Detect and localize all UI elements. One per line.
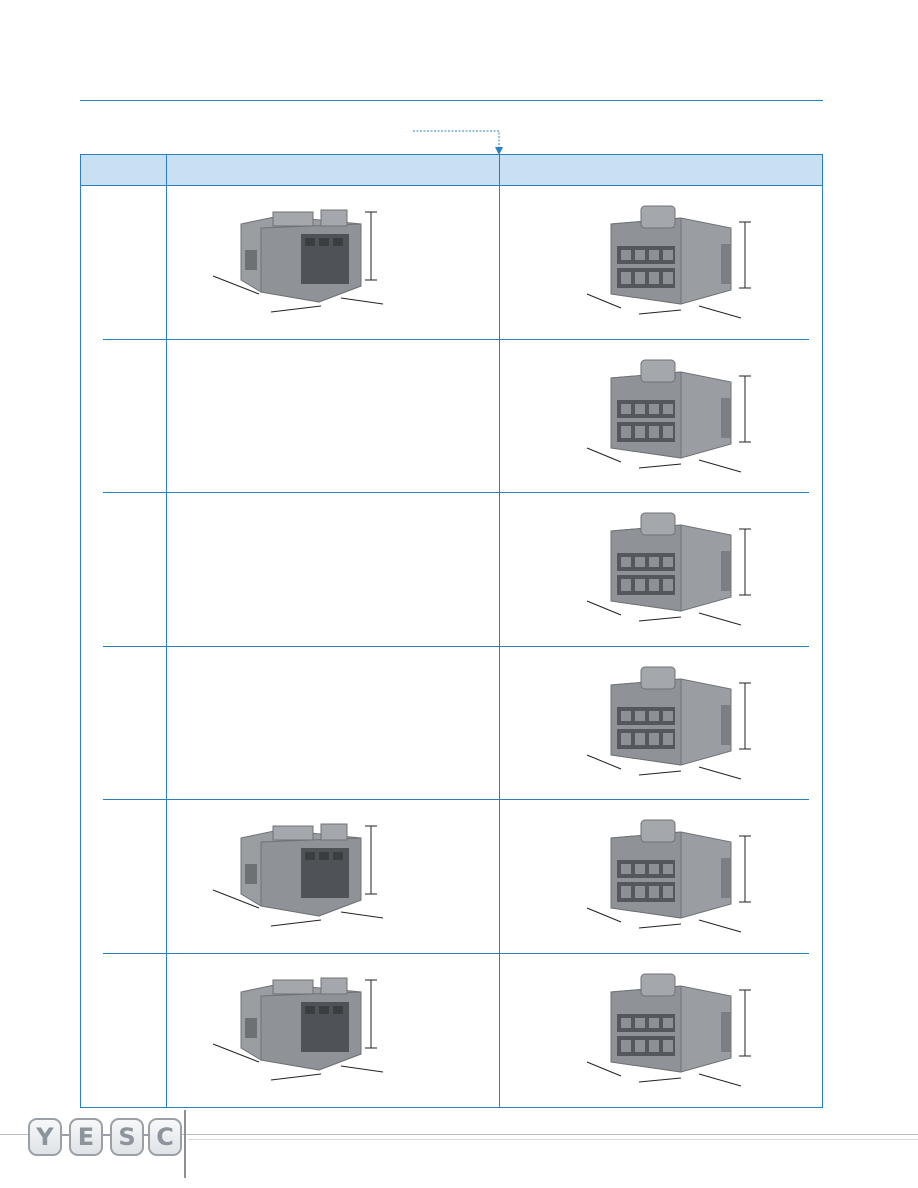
logo-letter: C xyxy=(148,1118,182,1156)
female-connector-image xyxy=(581,348,781,483)
row-label xyxy=(81,186,166,340)
row-label xyxy=(81,340,166,494)
footer-divider xyxy=(184,1110,186,1178)
column-divider xyxy=(499,155,500,1107)
row-divider xyxy=(103,799,809,800)
logo-dash xyxy=(102,1134,110,1136)
header-cell-male xyxy=(167,155,499,185)
row-label xyxy=(81,954,166,1108)
row-divider xyxy=(103,338,809,340)
row-divider xyxy=(103,645,809,647)
row-divider xyxy=(103,492,809,493)
logo-letter: E xyxy=(69,1118,103,1156)
row-label xyxy=(81,800,166,954)
column-divider xyxy=(166,155,167,1107)
footer-rule xyxy=(0,1134,918,1135)
female-connector-image xyxy=(581,194,781,329)
table-header xyxy=(81,155,822,186)
logo-dash xyxy=(61,1134,69,1136)
row-label xyxy=(81,493,166,647)
male-connector-image xyxy=(201,194,421,329)
footer-rule xyxy=(188,1139,918,1140)
row-label xyxy=(81,647,166,801)
connector-table xyxy=(80,154,823,1108)
female-connector-image xyxy=(581,962,781,1097)
row-divider xyxy=(103,952,809,954)
header-cell-type xyxy=(81,155,166,185)
female-connector-image xyxy=(581,808,781,943)
logo-dash xyxy=(143,1134,151,1136)
male-connector-image xyxy=(201,808,421,943)
header-cell-female xyxy=(500,155,822,185)
logo-letter: Y xyxy=(28,1118,62,1156)
yesc-logo: Y E S C xyxy=(28,1118,182,1156)
female-connector-image xyxy=(581,655,781,790)
male-connector-image xyxy=(201,962,421,1097)
top-rule xyxy=(80,100,823,101)
logo-letter: S xyxy=(110,1118,144,1156)
pointer-arrow-icon xyxy=(413,130,503,155)
female-connector-image xyxy=(581,501,781,636)
